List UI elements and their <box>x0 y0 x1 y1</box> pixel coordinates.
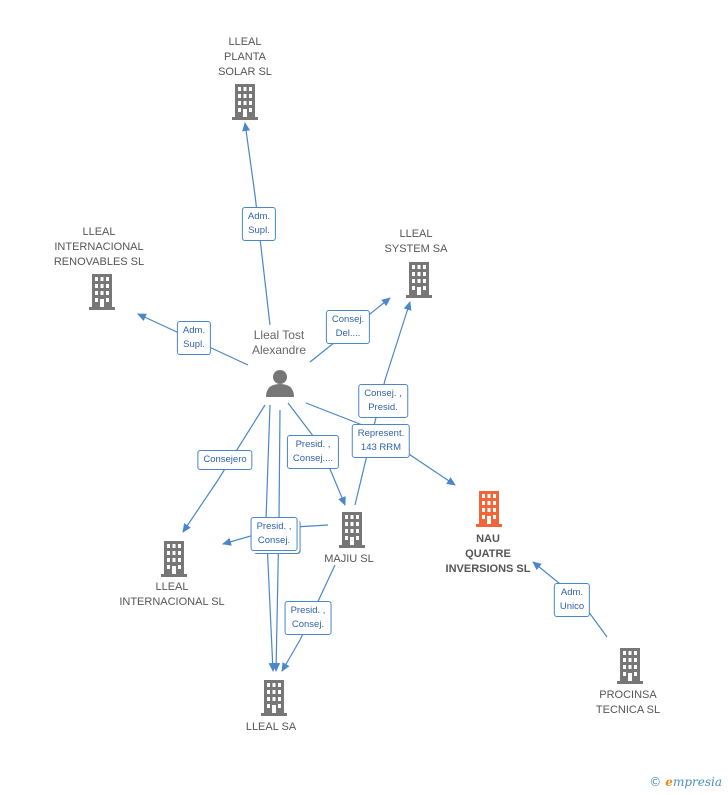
rel-represent-nau[interactable]: Represent. 143 RRM <box>351 424 411 458</box>
rel-consej-presid-majiu-system[interactable]: Consej. , Presid. <box>358 384 408 418</box>
relation-label-line: Presid. , <box>256 521 292 532</box>
node-label-line: PROCINSA <box>599 689 657 701</box>
person-icon[interactable] <box>266 370 294 397</box>
node-label-line: INVERSIONS SL <box>445 563 531 575</box>
rel-presid-consej-internacional[interactable]: Presid. , Consej. <box>250 517 298 551</box>
building-icon-nau-quatre[interactable] <box>476 491 502 527</box>
node-label-line: INTERNACIONAL SL <box>119 596 225 608</box>
node-label-line: Alexandre <box>251 343 307 357</box>
building-icon-lleal-planta-solar[interactable] <box>232 84 258 120</box>
relation-label-line: Consej. <box>291 619 325 630</box>
relation-label-line: Consej. , <box>364 388 402 399</box>
rel-adm-supl-planta[interactable]: Adm. Supl. <box>241 207 277 241</box>
copyright-symbol: © <box>649 775 662 789</box>
building-icon-majiu[interactable] <box>339 512 365 548</box>
node-label-majiu[interactable]: MAJIU SL <box>324 552 374 567</box>
building-icon-lleal-internacional[interactable] <box>161 541 187 577</box>
edge-11 <box>281 564 336 672</box>
relation-label-line: Presid. <box>368 402 398 413</box>
rel-consej-del-system[interactable]: Consej. Del.... <box>325 310 371 344</box>
relation-label-line: Unico <box>559 601 585 612</box>
node-label-line: LLEAL <box>228 36 262 48</box>
node-label-line: Lleal Tost <box>253 328 305 342</box>
node-label-line: MAJIU SL <box>324 553 374 565</box>
edge-1 <box>242 122 271 326</box>
node-label-line: SOLAR SL <box>218 66 272 78</box>
node-label-line: RENOVABLES SL <box>53 256 145 268</box>
building-icon-procinsa[interactable] <box>617 648 643 684</box>
node-label-lleal-system[interactable]: LLEAL SYSTEM SA <box>385 227 448 257</box>
node-label-line: INTERNACIONAL <box>54 241 144 253</box>
rel-presid-consej-lleal-sa[interactable]: Presid. , Consej. <box>284 601 332 635</box>
relation-label-line: Del.... <box>335 328 361 339</box>
relation-label-line: Adm. <box>560 587 584 598</box>
edge-4 <box>354 301 412 506</box>
node-label-procinsa[interactable]: PROCINSA TECNICA SL <box>596 688 660 718</box>
relation-label-line: Supl. <box>248 225 270 236</box>
rel-consejero-internacional[interactable]: Consejero <box>197 450 253 470</box>
rel-adm-supl-renovables[interactable]: Adm. Supl. <box>176 321 212 355</box>
node-label-line: TECNICA SL <box>595 704 661 716</box>
node-label-lleal-internacional[interactable]: LLEAL INTERNACIONAL SL <box>119 580 224 610</box>
node-label-line: NAU <box>476 533 500 545</box>
relation-label-line: Consej.... <box>292 453 334 464</box>
building-icon-lleal-internacional-renovables[interactable] <box>89 274 115 310</box>
node-label-line: SYSTEM SA <box>384 243 448 255</box>
node-label-line: LLEAL <box>399 228 433 240</box>
rel-adm-unico-nau[interactable]: Adm. Unico <box>553 583 591 617</box>
node-label-line: LLEAL <box>82 226 116 238</box>
brand-watermark: ©empresia <box>649 775 722 789</box>
building-icon-lleal-system[interactable] <box>406 262 432 298</box>
relation-label-line: Presid. , <box>290 605 326 616</box>
relation-label-line: Adm. <box>247 211 271 222</box>
node-icons <box>89 84 643 716</box>
node-label-nau-quatre[interactable]: NAU QUATRE INVERSIONS SL <box>446 532 531 577</box>
node-label-line: QUATRE <box>465 548 511 560</box>
edge-7 <box>182 404 266 533</box>
relation-label-line: Consej. <box>257 535 291 546</box>
node-label-lleal-internacional-renovables[interactable]: LLEAL INTERNACIONAL RENOVABLES SL <box>54 225 144 270</box>
relation-label-line: Adm. <box>182 325 206 336</box>
relation-label-line: 143 RRM <box>360 442 402 453</box>
brand-logo-text: mpresia <box>672 775 722 789</box>
node-label-line: PLANTA <box>224 51 266 63</box>
brand-logo-initial: e <box>665 775 673 789</box>
relation-label-line: Consejero <box>203 454 247 465</box>
node-label-lleal-sa[interactable]: LLEAL SA <box>246 720 296 735</box>
node-label-lleal-planta-solar[interactable]: LLEAL PLANTA SOLAR SL <box>218 35 272 80</box>
building-icon-lleal-sa[interactable] <box>261 680 287 716</box>
relation-label-line: Supl. <box>183 339 205 350</box>
node-label-line: LLEAL <box>155 581 189 593</box>
relation-label-line: Represent. <box>357 428 405 439</box>
node-label-line: LLEAL SA <box>245 721 297 733</box>
relation-label-line: Consej. <box>331 314 365 325</box>
relation-label-line: Presid. , <box>295 439 331 450</box>
rel-presid-consej-majiu[interactable]: Presid. , Consej.... <box>286 435 340 469</box>
